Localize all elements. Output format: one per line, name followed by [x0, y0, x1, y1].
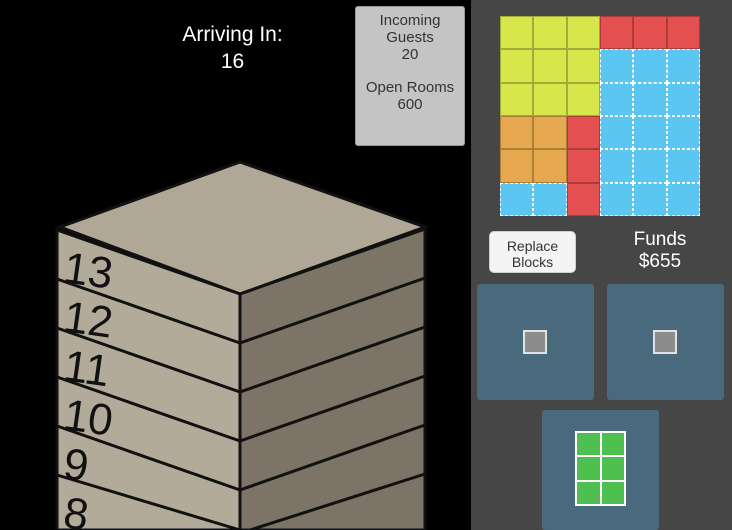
grid-cell-blue[interactable] [666, 82, 700, 116]
grid-cell-blue[interactable] [633, 49, 667, 83]
piece-slot-3[interactable] [542, 410, 659, 530]
tower-left-face [55, 227, 242, 530]
replace-label: Replace [506, 238, 559, 254]
floor-label: 8 [61, 488, 92, 530]
grid-cell-blue[interactable] [599, 149, 634, 183]
tower-right-face [238, 226, 427, 530]
guest-info-box: Incoming Guests 20 Open Rooms 600 [355, 6, 465, 146]
guests-label: Guests [386, 29, 434, 46]
grid-cell-red[interactable] [599, 16, 634, 50]
incoming-guests-value: 20 [401, 46, 419, 63]
grid-cell-red[interactable] [666, 16, 700, 50]
replace-blocks-button[interactable]: Replace Blocks [489, 231, 576, 273]
grid-cell-blue[interactable] [633, 115, 667, 150]
grid-cell-red[interactable] [566, 149, 600, 183]
grid-cell-yellow[interactable] [566, 82, 600, 116]
floor-label: 13 [61, 243, 116, 298]
green-block-cell [577, 433, 600, 456]
grid-cell-blue[interactable] [666, 149, 700, 183]
grid-cell-blue[interactable] [633, 149, 667, 183]
green-block-cell [601, 481, 624, 504]
floor-plan-grid[interactable] [500, 16, 700, 216]
funds-display: Funds $655 [604, 229, 716, 273]
grid-cell-blue[interactable] [599, 182, 634, 216]
arriving-label: Arriving In: [182, 23, 283, 46]
grid-cell-blue[interactable] [666, 115, 700, 150]
grid-cell-yellow[interactable] [500, 82, 534, 116]
grid-cell-blue[interactable] [599, 115, 634, 150]
grid-cell-blue[interactable] [599, 49, 634, 83]
grid-cell-yellow[interactable] [533, 82, 567, 116]
green-block-cell [577, 481, 600, 504]
floor-label: 10 [61, 390, 116, 445]
grid-cell-yellow[interactable] [500, 16, 534, 50]
grid-cell-orange[interactable] [500, 115, 534, 150]
single-block-piece[interactable] [523, 330, 547, 354]
single-block-piece[interactable] [653, 330, 677, 354]
grid-cell-blue[interactable] [599, 82, 634, 116]
funds-value: $655 [638, 251, 682, 272]
grid-cell-blue[interactable] [666, 49, 700, 83]
arriving-value: 16 [220, 50, 245, 73]
funds-label: Funds [633, 229, 687, 250]
grid-cell-blue[interactable] [633, 182, 667, 216]
grid-cell-blue[interactable] [666, 182, 700, 216]
floor-label: 11 [61, 341, 113, 396]
grid-cell-yellow[interactable] [566, 16, 600, 50]
green-block-cell [577, 457, 600, 480]
green-block-piece[interactable] [575, 431, 626, 506]
grid-cell-orange[interactable] [533, 115, 567, 150]
blocks-label: Blocks [511, 254, 554, 270]
floor-label: 12 [61, 292, 116, 347]
grid-cell-blue[interactable] [633, 82, 667, 116]
grid-cell-red[interactable] [633, 16, 667, 50]
grid-cell-blue[interactable] [500, 182, 534, 216]
hotel-tower: 13 12 11 10 9 8 [55, 160, 430, 530]
open-rooms-label: Open Rooms [365, 79, 455, 96]
green-block-cell [601, 433, 624, 456]
grid-cell-blue[interactable] [533, 182, 567, 216]
grid-cell-red[interactable] [566, 182, 600, 216]
grid-cell-yellow[interactable] [533, 16, 567, 50]
arrival-countdown: Arriving In: 16 [160, 22, 305, 76]
piece-slot-1[interactable] [477, 284, 594, 400]
grid-cell-yellow[interactable] [533, 49, 567, 83]
grid-cell-orange[interactable] [533, 149, 567, 183]
grid-cell-yellow[interactable] [566, 49, 600, 83]
green-block-cell [601, 457, 624, 480]
piece-slot-2[interactable] [607, 284, 724, 400]
incoming-label: Incoming [379, 12, 441, 29]
grid-cell-yellow[interactable] [500, 49, 534, 83]
open-rooms-value: 600 [397, 96, 423, 113]
grid-cell-orange[interactable] [500, 149, 534, 183]
grid-cell-red[interactable] [566, 115, 600, 150]
